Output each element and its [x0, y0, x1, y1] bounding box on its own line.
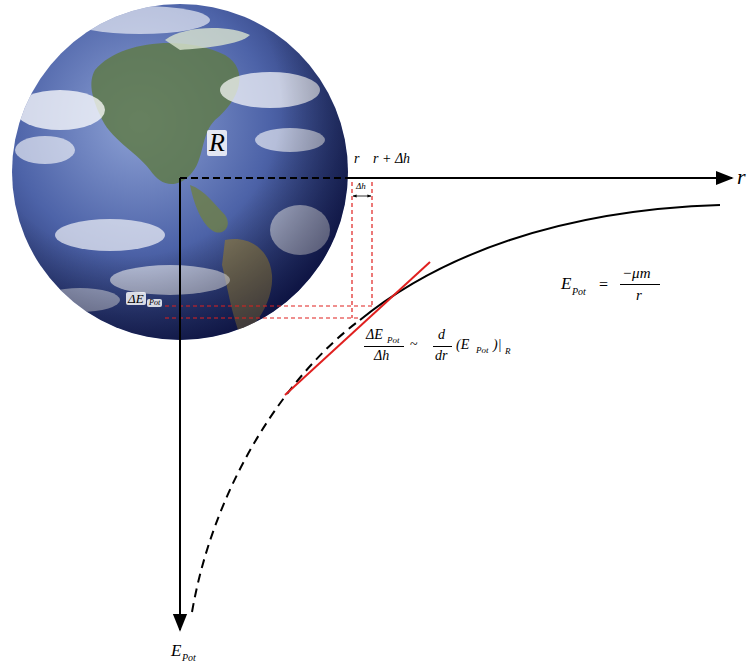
- energy-subscript: Pot: [147, 299, 162, 307]
- tangent-line: [285, 262, 430, 395]
- potential-curve-dashed: [192, 320, 360, 612]
- potential-curve: [360, 205, 720, 320]
- formula-symbol: )|: [493, 338, 502, 352]
- formula-numerator: −μm: [622, 266, 650, 281]
- delta-h-arrow: [353, 196, 371, 197]
- fraction-bar: [364, 346, 404, 347]
- guide-lines: [165, 182, 372, 318]
- formula-denominator: r: [636, 288, 642, 303]
- energy-axis: [179, 178, 181, 630]
- guide-line: [165, 317, 358, 318]
- formula-denominator: Δh: [374, 349, 389, 363]
- formula-subscript: R: [505, 347, 511, 356]
- formula-subscript: Pot: [476, 346, 489, 355]
- position-label: r: [354, 152, 359, 166]
- formula-numerator: ΔE: [366, 328, 383, 342]
- formula-symbol: E: [561, 275, 571, 292]
- guide-line: [165, 305, 372, 306]
- r-axis: [350, 177, 732, 179]
- formula-symbol: ~: [410, 338, 418, 352]
- axis-subscript: Pot: [182, 653, 196, 663]
- formula-symbol: (E: [456, 338, 469, 352]
- axis-label: E: [171, 642, 181, 659]
- radius-line: [180, 177, 350, 179]
- step-label: Δh: [356, 182, 366, 191]
- guide-line: [351, 182, 352, 318]
- formula-subscript: Pot: [387, 336, 400, 345]
- formula-denominator: dr: [435, 349, 447, 363]
- axis-label: r: [737, 166, 746, 188]
- formula-numerator: d: [438, 328, 445, 342]
- guide-line: [371, 182, 372, 308]
- radius-label: R: [207, 130, 227, 156]
- formula-subscript: Pot: [572, 287, 586, 297]
- position-label: r + Δh: [373, 152, 410, 166]
- energy-step-label: ΔE: [126, 292, 146, 305]
- formula-symbol: =: [599, 277, 608, 293]
- fraction-bar: [620, 284, 660, 285]
- fraction-bar: [433, 346, 452, 347]
